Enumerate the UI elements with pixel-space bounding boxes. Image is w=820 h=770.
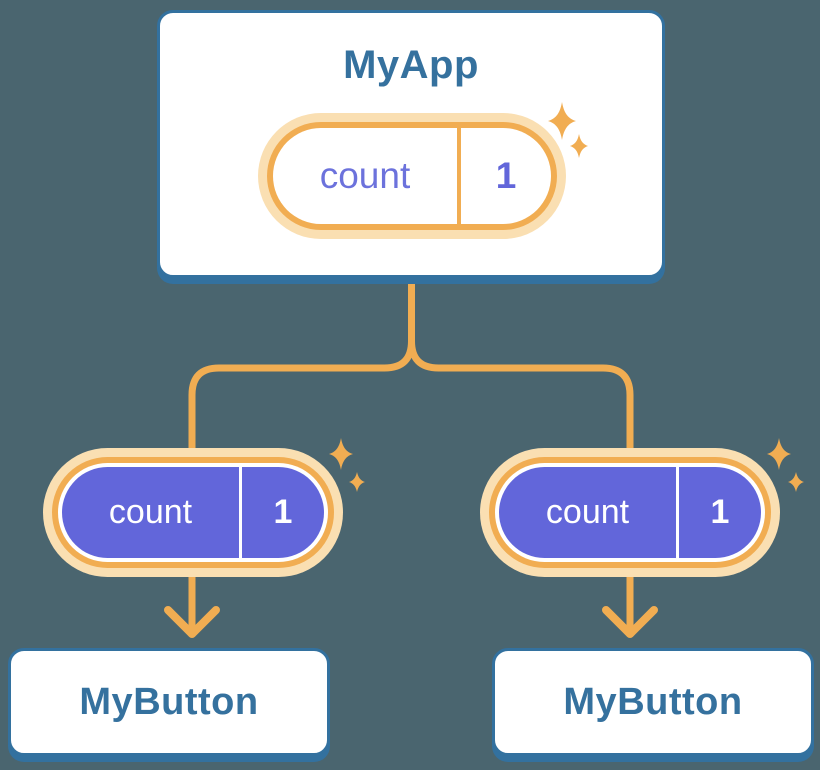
state-value-label: 1 [495, 155, 517, 196]
sparkle-small-icon [570, 134, 588, 158]
root-state-pill: count 1 [258, 113, 566, 239]
prop-pill-body: count 1 [499, 467, 761, 558]
arrow-right-head-icon [602, 606, 658, 638]
sparkles-icon [329, 438, 365, 492]
prop-value-label: 1 [273, 493, 293, 531]
prop-name-label: count [545, 493, 630, 531]
branch-right-line [408, 280, 634, 459]
prop-pill-right: count 1 [480, 448, 780, 577]
pill-divider [457, 128, 461, 224]
sparkle-large-icon [767, 438, 791, 470]
myapp-title: MyApp [343, 43, 479, 87]
mybutton-title: MyButton [79, 680, 259, 723]
pill-divider [239, 467, 242, 558]
prop-pill-gap: count 1 [58, 463, 328, 562]
sparkle-large-icon [329, 438, 353, 470]
mybutton-card-right: MyButton [492, 648, 814, 756]
state-name-label: count [319, 155, 411, 196]
sparkles-icon [767, 438, 804, 492]
prop-value-label: 1 [710, 493, 730, 531]
prop-pill-ring: count 1 [489, 457, 771, 568]
sparkle-large-icon [548, 102, 576, 140]
prop-pill-left: count 1 [43, 448, 343, 577]
sparkles-icon [548, 102, 588, 158]
pill-divider [676, 467, 679, 558]
mybutton-title: MyButton [563, 680, 743, 723]
prop-pill-ring: count 1 [52, 457, 334, 568]
prop-name-label: count [108, 493, 193, 531]
prop-pill-body: count 1 [62, 467, 324, 558]
sparkle-small-icon [788, 472, 804, 492]
state-pill-ring: count 1 [267, 122, 557, 230]
arrow-left-head-icon [164, 606, 220, 638]
state-pill-body: count 1 [273, 128, 551, 224]
sparkle-small-icon [349, 472, 365, 492]
prop-pill-gap: count 1 [495, 463, 765, 562]
branch-left-line [188, 280, 415, 459]
mybutton-card-left: MyButton [8, 648, 330, 756]
